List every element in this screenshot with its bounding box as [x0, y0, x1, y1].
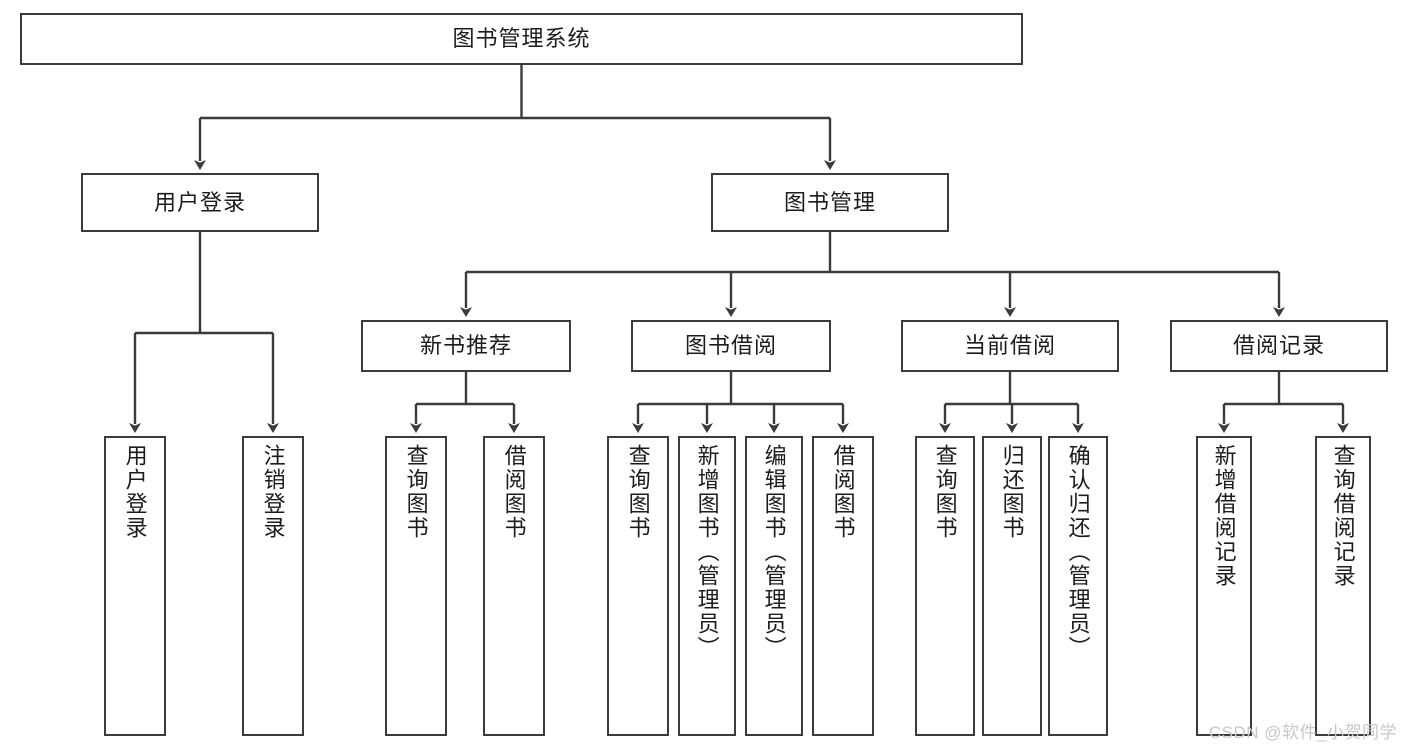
node-leaf-13[interactable]: 查询借阅记录: [1315, 436, 1371, 736]
node-label: 当前借阅: [963, 333, 1056, 358]
node-label: 新增借阅记录: [1211, 444, 1237, 588]
node-label: 图书管理系统: [452, 26, 591, 51]
node-label: 编辑图书（管理员）: [761, 444, 787, 660]
node-leaf-12[interactable]: 新增借阅记录: [1196, 436, 1252, 736]
node-label: 用户登录: [153, 189, 246, 215]
node-label: 归还图书: [999, 444, 1025, 540]
node-label: 借阅图书: [501, 444, 527, 540]
node-borrow[interactable]: 图书借阅: [631, 320, 831, 372]
node-records[interactable]: 借阅记录: [1170, 320, 1388, 372]
node-leaf-3[interactable]: 查询图书: [385, 436, 447, 736]
node-newbook[interactable]: 新书推荐: [361, 320, 571, 372]
node-label: 用户登录: [122, 444, 148, 540]
link-layer: [129, 65, 1349, 433]
node-bookmgmt[interactable]: 图书管理: [711, 173, 949, 232]
node-leaf-10[interactable]: 归还图书: [982, 436, 1042, 736]
node-label: 注销登录: [260, 444, 286, 540]
node-leaf-4[interactable]: 借阅图书: [483, 436, 545, 736]
node-label: 查询图书: [625, 444, 651, 540]
node-leaf-8[interactable]: 借阅图书: [812, 436, 874, 736]
node-login[interactable]: 用户登录: [81, 173, 319, 232]
node-label: 新增图书（管理员）: [694, 444, 720, 660]
node-leaf-11[interactable]: 确认归还（管理员）: [1048, 436, 1108, 736]
node-leaf-6[interactable]: 新增图书（管理员）: [678, 436, 736, 736]
node-leaf-5[interactable]: 查询图书: [607, 436, 669, 736]
node-label: 图书借阅: [684, 333, 777, 358]
node-root[interactable]: 图书管理系统: [20, 13, 1023, 65]
node-leaf-9[interactable]: 查询图书: [915, 436, 975, 736]
node-label: 图书管理: [783, 189, 876, 215]
node-label: 确认归还（管理员）: [1065, 444, 1091, 660]
node-leaf-7[interactable]: 编辑图书（管理员）: [745, 436, 803, 736]
node-label: 查询借阅记录: [1330, 444, 1356, 588]
node-leaf-2[interactable]: 注销登录: [242, 436, 304, 736]
node-leaf-1[interactable]: 用户登录: [104, 436, 166, 736]
node-label: 查询图书: [932, 444, 958, 540]
node-label: 查询图书: [403, 444, 429, 540]
node-label: 借阅记录: [1232, 333, 1325, 358]
node-label: 新书推荐: [419, 333, 512, 358]
node-label: 借阅图书: [830, 444, 856, 540]
node-current[interactable]: 当前借阅: [901, 320, 1119, 372]
